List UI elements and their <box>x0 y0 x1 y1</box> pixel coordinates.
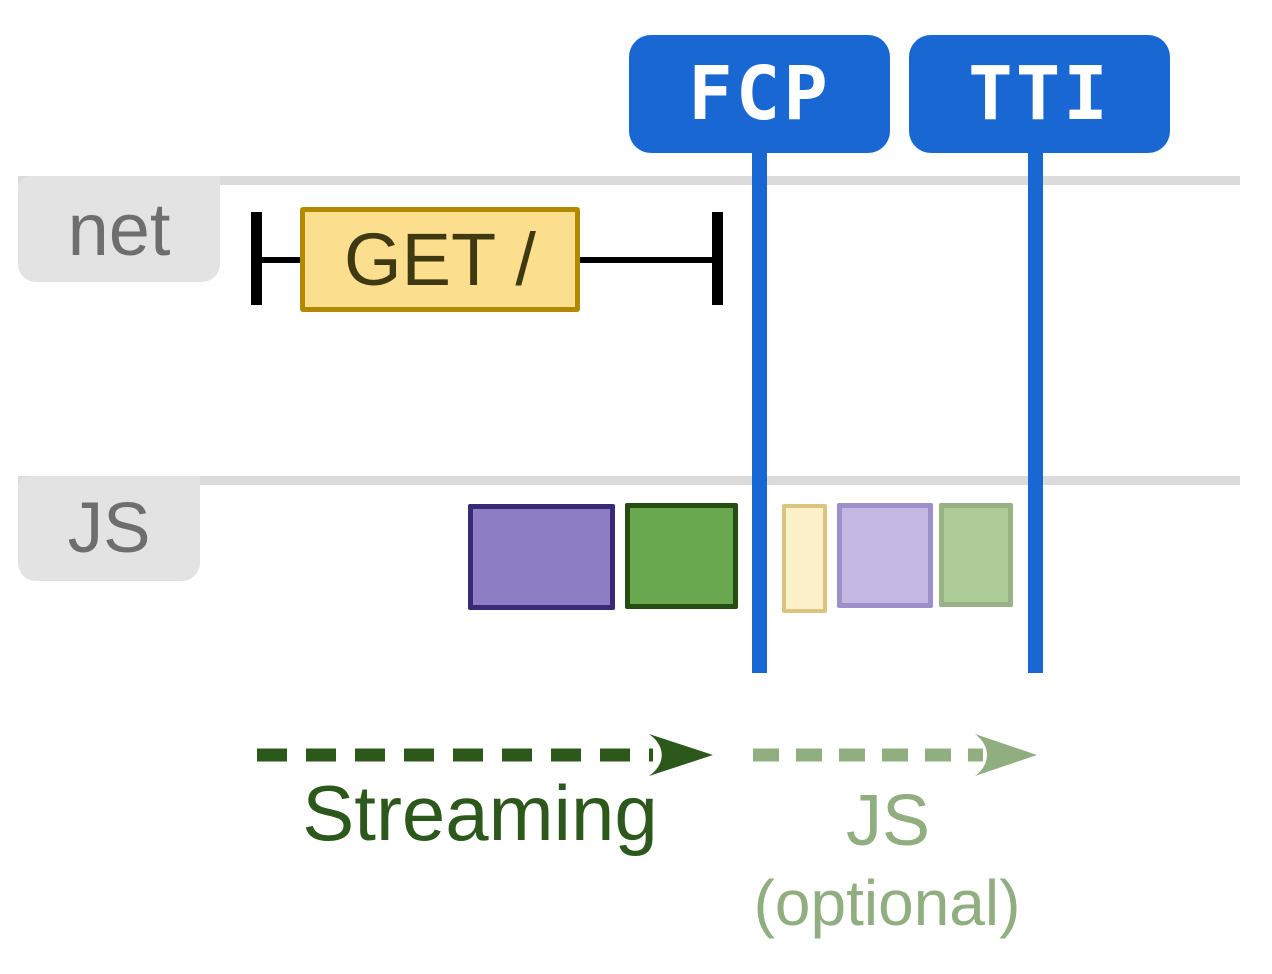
js-block-opt-yellow <box>782 504 827 613</box>
net-track-line <box>18 176 1240 185</box>
js-optional-arrow-head <box>975 734 1037 776</box>
net-track-label: net <box>67 187 171 271</box>
js-track-tab: JS <box>18 476 200 581</box>
js-optional-phase-label: JS <box>845 781 931 861</box>
js-track-line <box>18 476 1240 485</box>
fcp-badge-label: FCP <box>688 51 831 137</box>
js-block-main-purple <box>468 504 615 610</box>
fcp-marker-line <box>752 145 767 673</box>
net-track-tab: net <box>18 176 220 282</box>
js-optional-phase-arrow <box>753 734 1037 776</box>
get-request-box: GET / <box>300 207 580 312</box>
get-request-label: GET / <box>344 218 536 301</box>
streaming-phase-arrow <box>257 734 713 776</box>
fcp-badge: FCP <box>629 35 890 153</box>
js-block-opt-sage <box>939 503 1013 607</box>
tti-badge: TTI <box>909 35 1170 153</box>
request-start-tick <box>251 212 262 305</box>
js-optional-phase-sublabel: (optional) <box>753 867 1021 939</box>
request-end-tick <box>712 212 723 305</box>
js-track-label: JS <box>67 489 151 568</box>
streaming-arrow-head <box>649 734 713 776</box>
tti-marker-line <box>1028 145 1043 673</box>
js-block-main-green <box>625 503 738 609</box>
streaming-phase-label: Streaming <box>302 769 658 857</box>
js-block-opt-lavender <box>837 503 933 608</box>
tti-badge-label: TTI <box>968 51 1111 137</box>
